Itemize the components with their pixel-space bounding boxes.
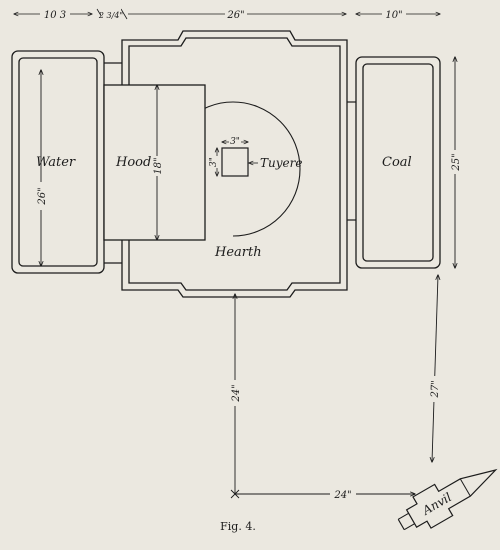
tuyere-height-dimension: 3" [209,157,219,167]
tuyere-width-dimension: 3" [230,137,240,147]
vertical-24-label: 24" [231,384,242,402]
hood-label: Hood [115,155,151,170]
anvil-label: Anvil [419,490,454,518]
hearth-label: Hearth [214,245,262,260]
hood: 18" Hood [103,84,206,241]
coal-height-dimension: 25" [451,153,462,171]
tuyere: 3" 3" Tuyere [209,134,302,177]
diagonal-27-label: 27" [430,380,442,399]
top-small-dimension: 2 3/4" [98,11,123,20]
water-height-dimension: 26" [37,187,48,205]
horizontal-24-dimension: 24" [235,487,415,501]
top-left-dimension: 10 3 [44,10,66,21]
hood-height-dimension: 18" [153,157,164,174]
figure-caption: Fig. 4. [220,520,256,533]
top-center-dimension: 26" [226,10,244,21]
top-dimension-line: 10 3 2 3/4" 26" 10" [14,7,440,21]
water-tub: 26" Water [11,50,105,274]
water-connector [104,62,122,264]
anvil: Anvil [397,468,498,531]
forge-body: Hearth [121,30,348,298]
vertical-24-dimension: 24" [227,294,243,499]
water-label: Water [36,155,76,170]
tuyere-label: Tuyere [260,156,302,170]
coal-bin: Coal 25" [347,56,463,269]
horizontal-24-label: 24" [333,490,351,501]
diagonal-27-dimension: 27" [426,275,442,462]
top-right-dimension: 10" [385,10,402,21]
coal-label: Coal [382,155,412,170]
